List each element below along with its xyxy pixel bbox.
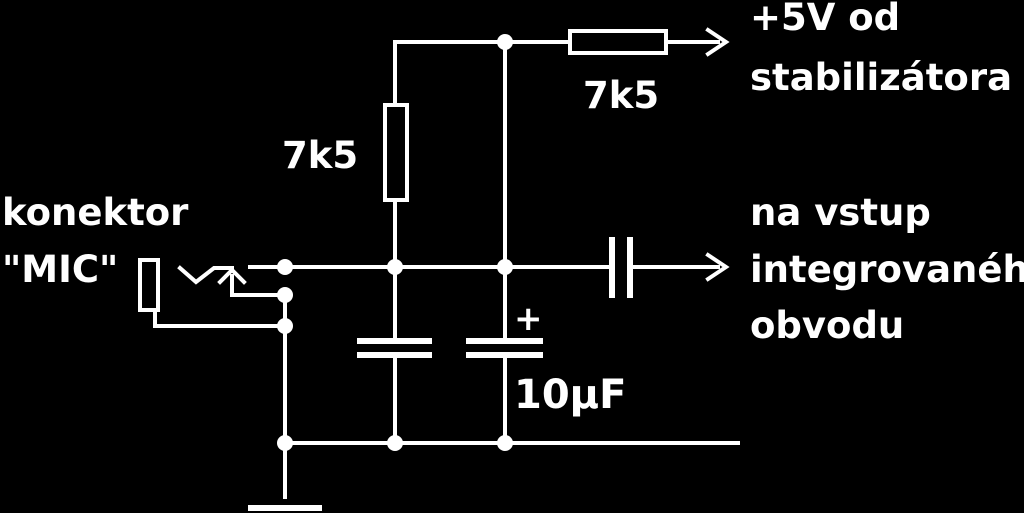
node-connector: [277, 287, 293, 303]
label-resistor-vertical: 7k5: [282, 134, 358, 177]
label-polarity: +: [514, 299, 543, 339]
resistor-vertical: [383, 103, 409, 202]
node-signal-mid: [497, 259, 513, 275]
connector-contact-link: [230, 274, 287, 297]
label-output-line2: integrovaného: [750, 248, 1024, 291]
label-output-line1: na vstup: [750, 191, 931, 234]
node-top-mid: [497, 34, 513, 50]
node-connector-lower: [277, 318, 293, 334]
label-capacitor-value: 10µF: [514, 372, 626, 418]
label-supply-line2: stabilizátora: [750, 56, 1012, 99]
node-signal-left: [277, 259, 293, 275]
connector-tip-spring: [177, 265, 234, 285]
node-ground-left: [277, 435, 293, 451]
junction-nodes: [277, 34, 513, 451]
node-ground-mid: [387, 435, 403, 451]
connector-jack-body: [138, 258, 160, 312]
label-connector-line1: konektor: [2, 191, 189, 234]
label-resistor-top: 7k5: [583, 74, 659, 117]
node-signal-resistor: [387, 259, 403, 275]
connector-contact: [217, 267, 247, 285]
label-output-line3: obvodu: [750, 304, 904, 347]
arrow-output: [705, 252, 730, 282]
resistor-top: [568, 29, 668, 55]
arrow-supply: [705, 27, 730, 57]
label-connector-line2: "MIC": [2, 248, 118, 291]
label-supply-line1: +5V od: [750, 0, 900, 39]
node-ground-right: [497, 435, 513, 451]
